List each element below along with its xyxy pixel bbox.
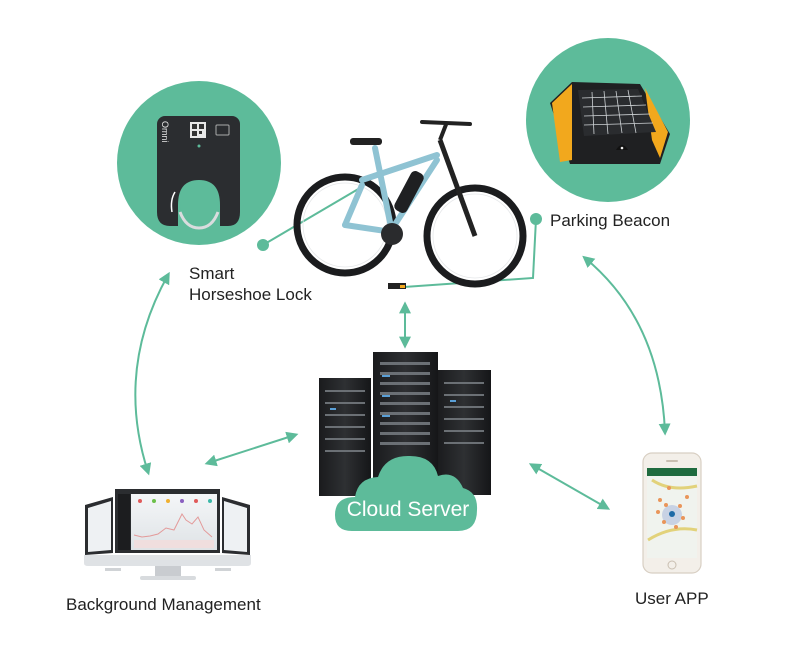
monitor-dashboard-icon bbox=[84, 489, 251, 580]
cloud-server-label: Cloud Server bbox=[346, 498, 470, 521]
arrow-lock-management bbox=[134, 271, 170, 476]
beacon-pointer-line bbox=[403, 218, 537, 288]
beacon-label: Parking Beacon bbox=[550, 211, 671, 230]
smartphone-map-icon bbox=[642, 452, 702, 574]
management-label: Background Management bbox=[66, 595, 261, 614]
lock-pointer-line bbox=[262, 187, 361, 246]
user-app-label: User APP bbox=[635, 589, 709, 608]
lock-brand-text: Omni bbox=[160, 121, 170, 143]
arrow-cloud-app bbox=[528, 463, 611, 510]
arrow-beacon-app bbox=[582, 255, 671, 436]
parking-beacon-icon bbox=[550, 82, 670, 164]
e-bike-icon bbox=[293, 120, 527, 289]
lock-node bbox=[117, 81, 361, 251]
beacon-node bbox=[403, 38, 690, 288]
connection-arrows bbox=[134, 255, 671, 510]
arrow-management-cloud bbox=[204, 431, 299, 467]
cloud-shape bbox=[335, 455, 478, 531]
lock-label: Smart Horseshoe Lock bbox=[189, 263, 312, 305]
lock-label-line2: Horseshoe Lock bbox=[189, 285, 312, 304]
horseshoe-lock-icon bbox=[157, 116, 240, 230]
lock-pointer-dot bbox=[257, 239, 269, 251]
lock-label-line1: Smart bbox=[189, 264, 235, 283]
server-rack-icon bbox=[319, 352, 491, 496]
